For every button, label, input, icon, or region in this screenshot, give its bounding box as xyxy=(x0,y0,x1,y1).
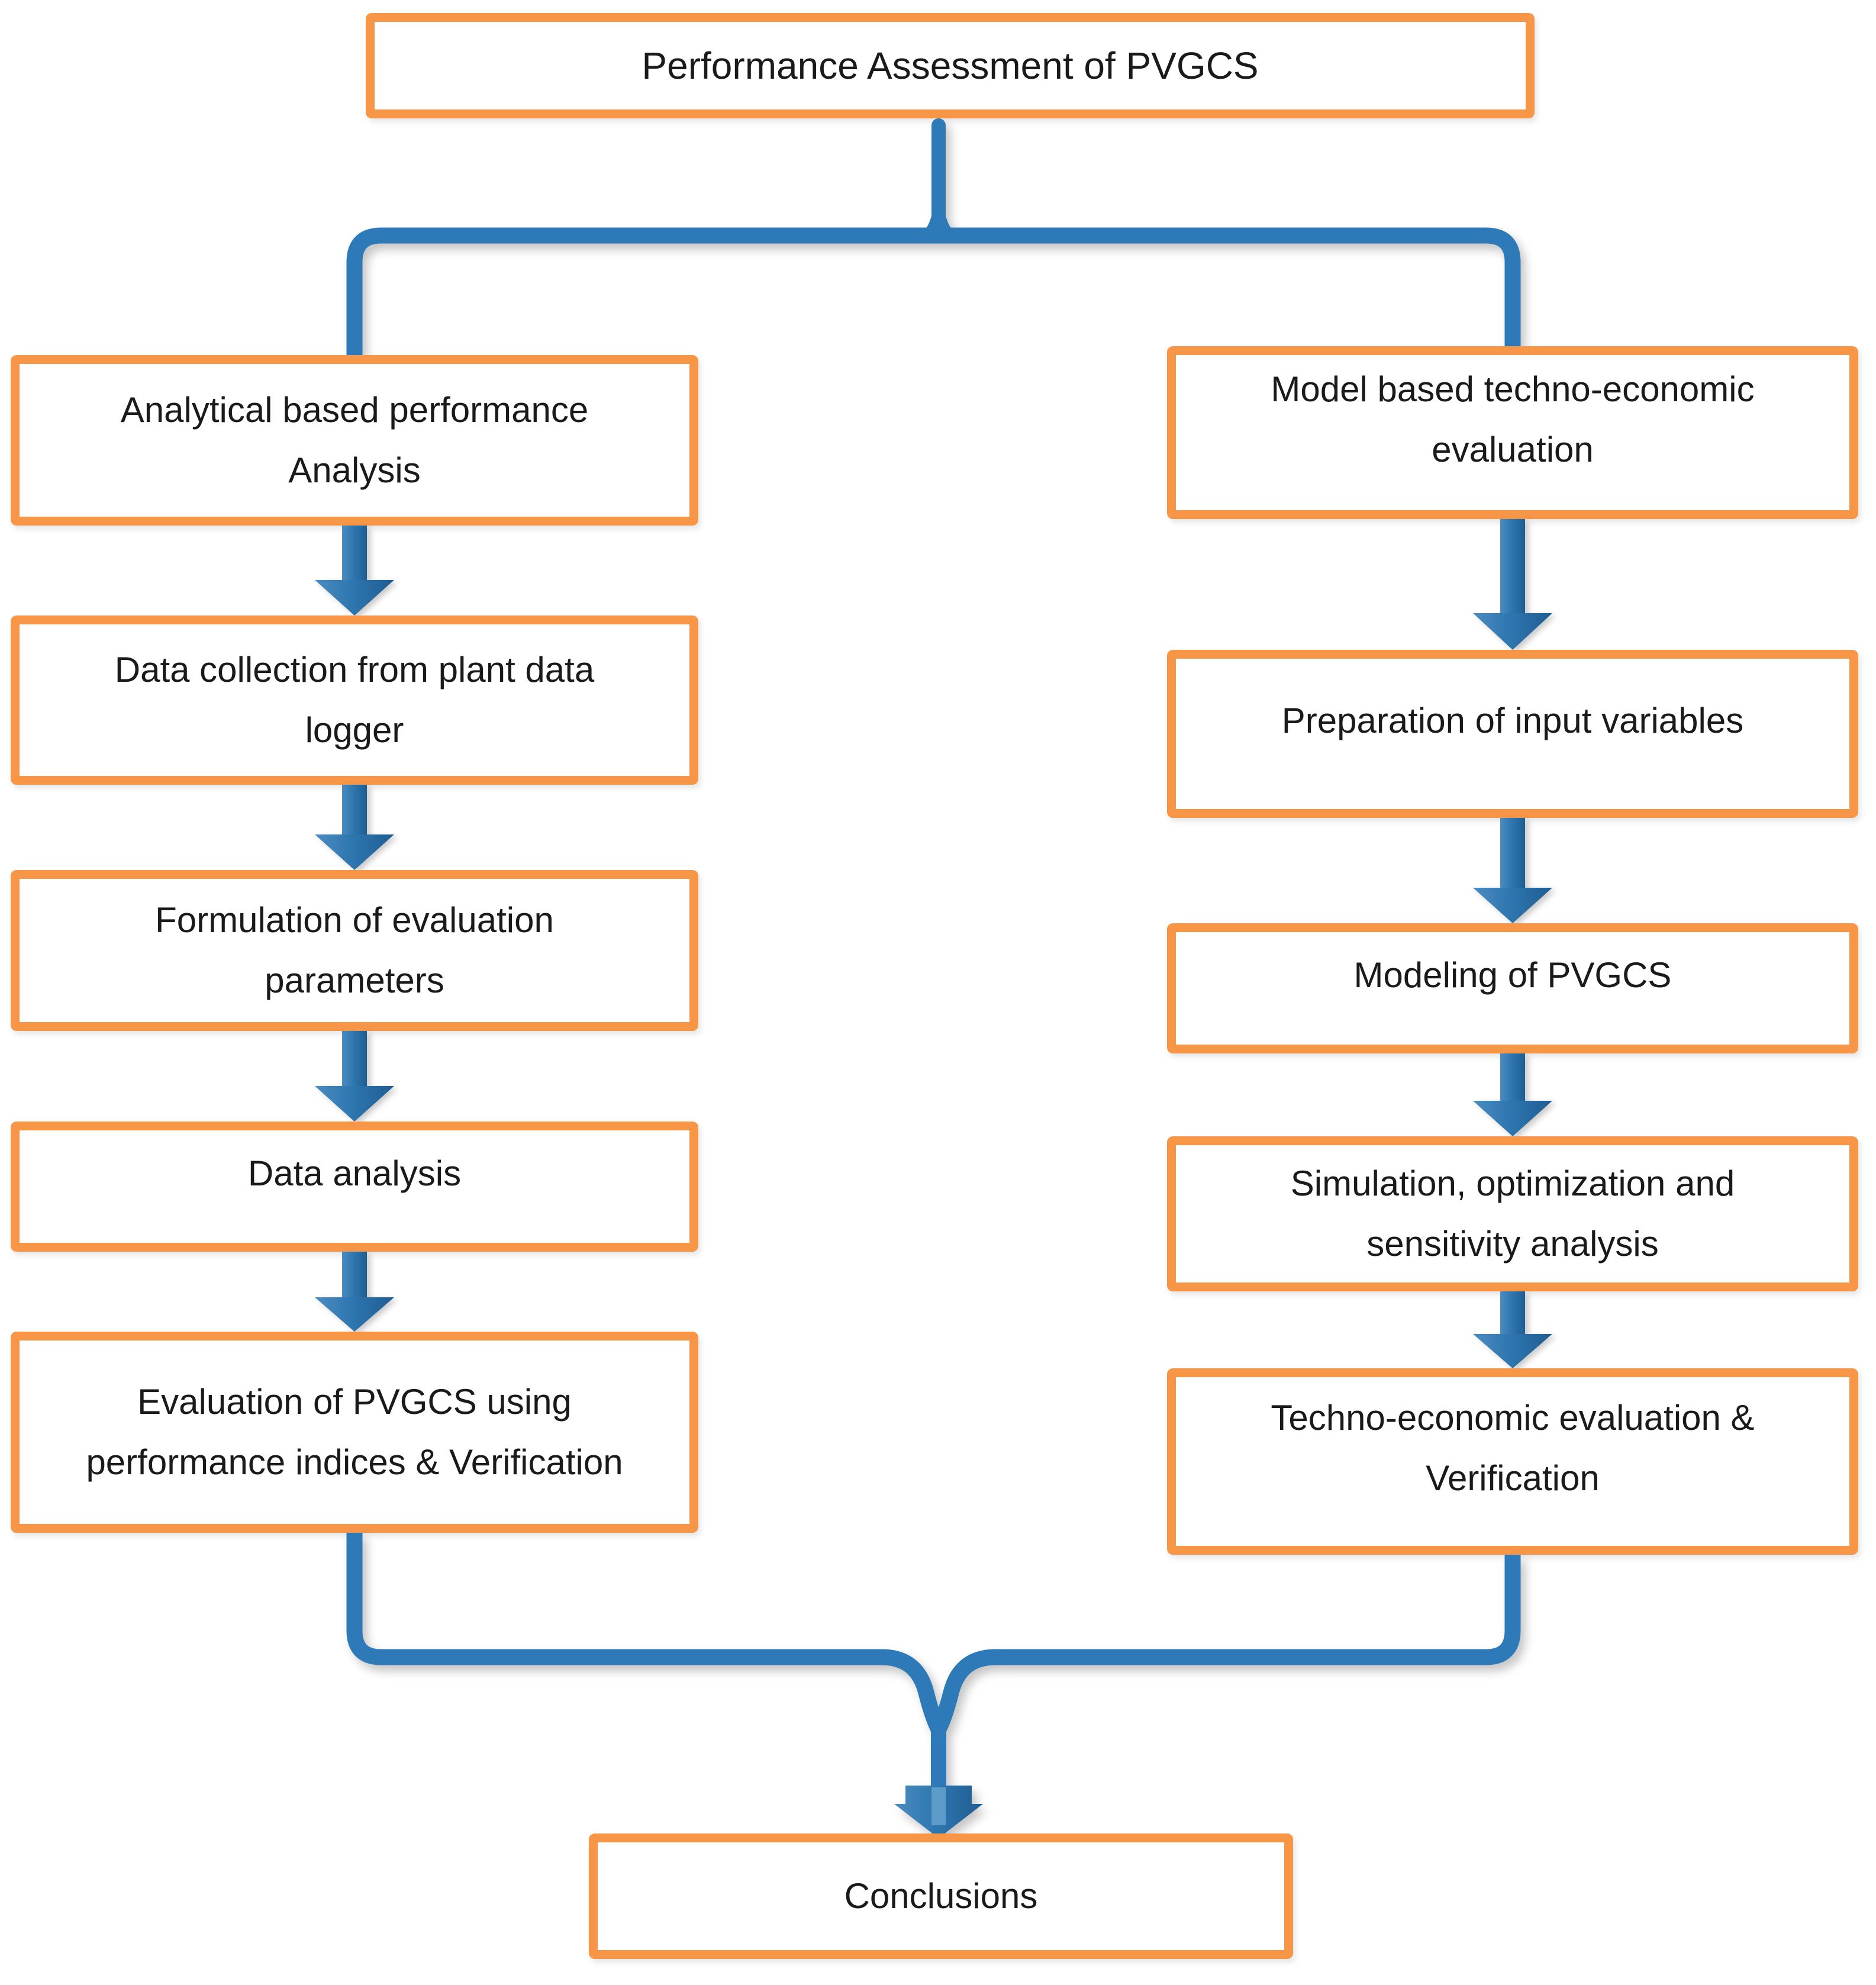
left-step-4-box: Data analysis xyxy=(11,1122,698,1252)
conclusions-box: Conclusions xyxy=(589,1833,1293,1959)
down-arrow-icon xyxy=(315,1031,394,1122)
right-step-4-box: Simulation, optimization and sensitivity… xyxy=(1167,1136,1858,1291)
down-arrow-icon xyxy=(1473,1291,1552,1368)
title-box: Performance Assessment of PVGCS xyxy=(366,13,1535,118)
merge-bracket-connector xyxy=(346,1533,1521,1838)
right-step-2-box: Preparation of input variables xyxy=(1167,650,1858,818)
split-bracket-connector xyxy=(346,118,1521,355)
down-arrow-icon xyxy=(1473,1053,1552,1136)
left-step-2-box: Data collection from plant data logger xyxy=(11,616,698,785)
down-arrow-icon xyxy=(315,526,394,616)
left-step-3-box: Formulation of evaluation parameters xyxy=(11,870,698,1031)
down-arrow-icon xyxy=(1473,818,1552,923)
left-step-1-box: Analytical based performance Analysis xyxy=(11,355,698,526)
right-step-1-box: Model based techno-economic evaluation xyxy=(1167,346,1858,519)
right-step-5-box: Techno-economic evaluation & Verificatio… xyxy=(1167,1368,1858,1555)
down-arrow-icon xyxy=(315,785,394,870)
right-step-3-box: Modeling of PVGCS xyxy=(1167,923,1858,1053)
down-arrow-icon xyxy=(315,1252,394,1332)
down-arrow-icon xyxy=(1473,519,1552,650)
left-step-5-box: Evaluation of PVGCS using performance in… xyxy=(11,1332,698,1533)
